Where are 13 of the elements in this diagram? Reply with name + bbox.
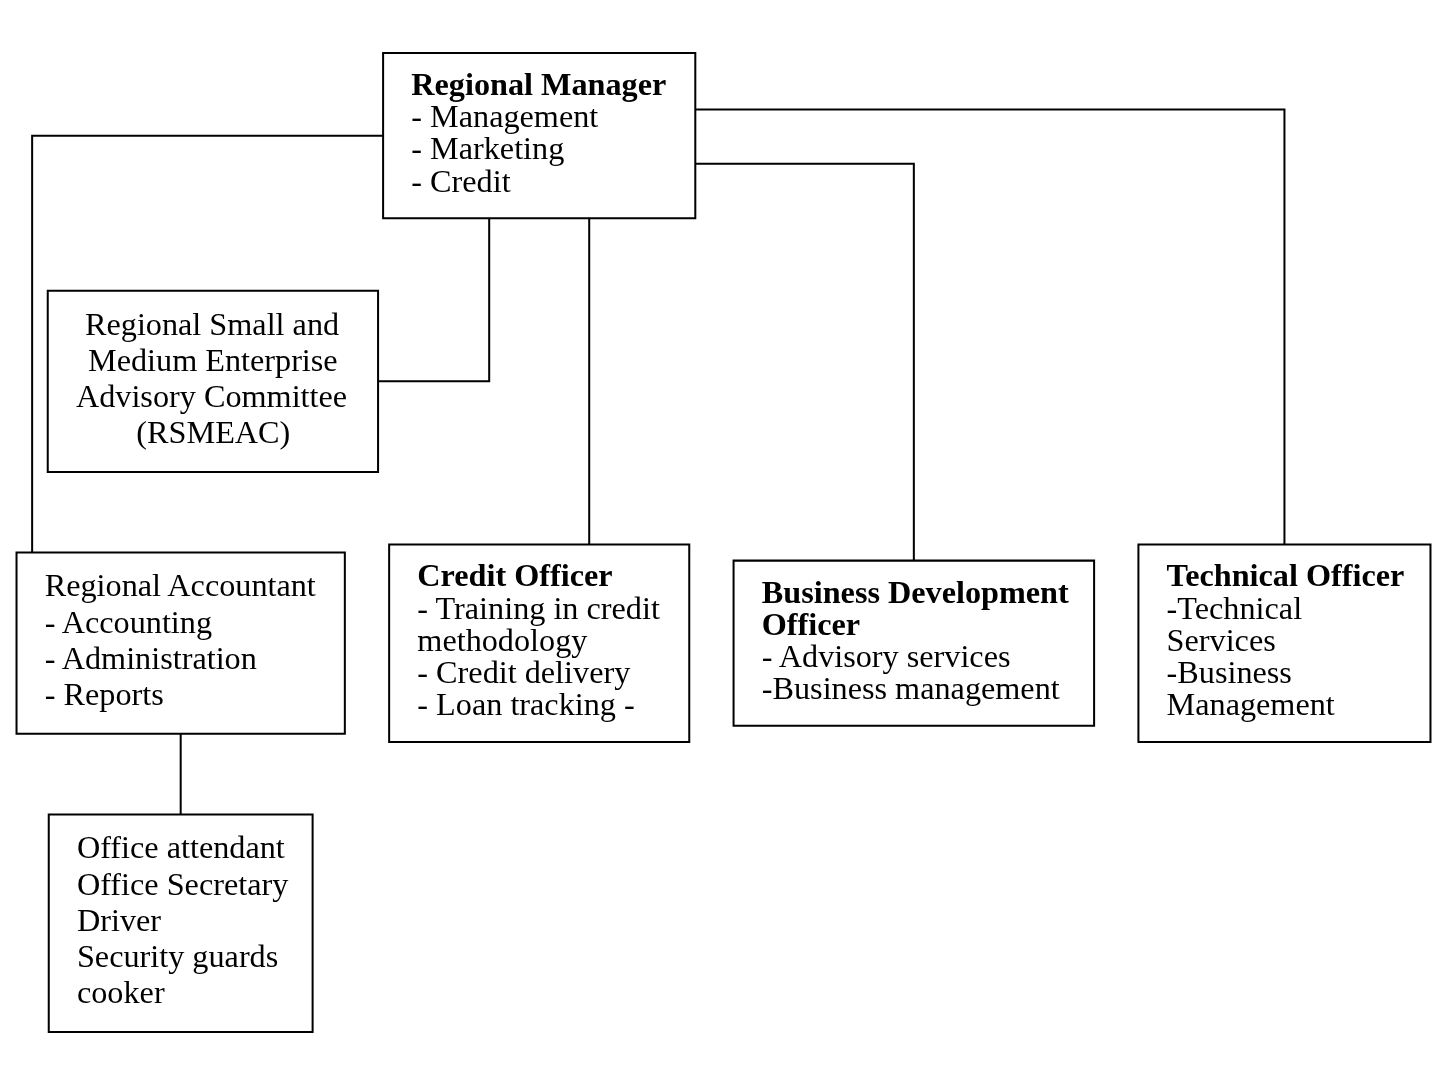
connector — [179, 733, 182, 814]
node-box: Office attendant Office Secretary Driver Security guards cooker — [47, 812, 314, 1033]
node-box: Regional Manager - Management - Marketing - Credit — [382, 51, 697, 219]
node-box: Business Development Officer - Advisory services -Business management — [732, 559, 1096, 727]
node-box: Technical Officer -Technical Services -Business Management — [1137, 543, 1432, 743]
node-box: Credit Officer - Training in credit methodology - Credit delivery - Loan tracking - — [388, 543, 691, 743]
connector — [31, 134, 383, 552]
connector — [695, 107, 1286, 544]
connector — [588, 217, 591, 544]
connector — [378, 218, 491, 382]
node-box: Regional Accountant - Accounting - Administration - Reports — [15, 551, 346, 735]
connector — [695, 162, 915, 560]
node-box: Regional Small and Medium Enterprise Advisory Committee (RSMEAC) — [46, 289, 380, 473]
